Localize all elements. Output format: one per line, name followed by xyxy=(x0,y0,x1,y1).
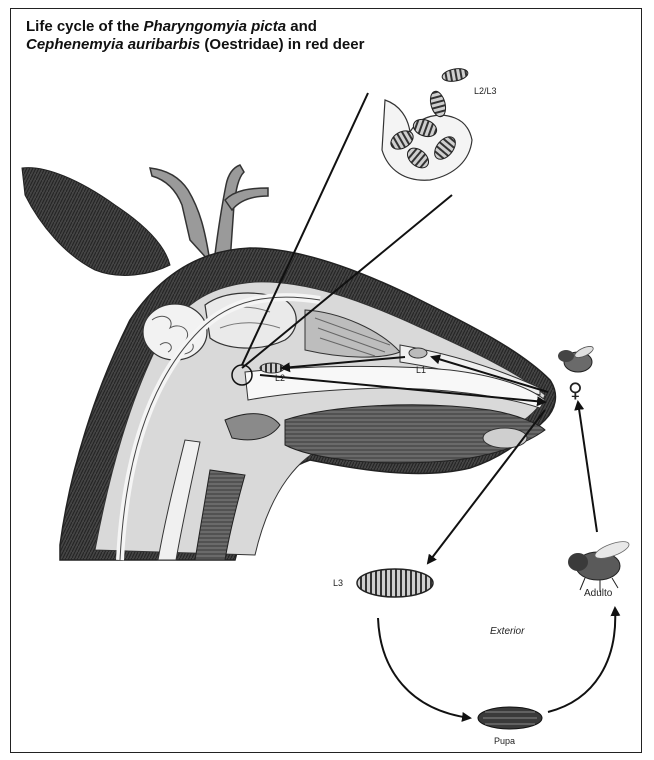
label-l2: L2 xyxy=(275,373,285,383)
arrow-adult-to-female xyxy=(578,402,597,532)
pupa xyxy=(478,707,542,729)
adult-fly xyxy=(568,538,631,592)
l1-larva xyxy=(409,348,427,358)
female-fly xyxy=(558,344,595,372)
female-symbol-icon: ♀ xyxy=(568,378,583,402)
l2-larva xyxy=(260,363,284,373)
label-exterior: Exterior xyxy=(490,626,524,637)
label-pupa: Pupa xyxy=(494,736,515,746)
ear xyxy=(22,168,170,276)
label-l2-l3: L2/L3 xyxy=(474,86,497,96)
tongue xyxy=(285,405,545,463)
label-l1: L1 xyxy=(416,365,426,375)
pouch-inset xyxy=(382,67,472,180)
l3-larva xyxy=(357,569,433,597)
arrow-pupa-to-adult xyxy=(548,608,615,712)
detached-larva xyxy=(441,67,469,83)
label-adult: Adulto xyxy=(584,588,612,599)
arrow-l3-to-pupa xyxy=(378,618,470,718)
label-l3: L3 xyxy=(333,578,343,588)
